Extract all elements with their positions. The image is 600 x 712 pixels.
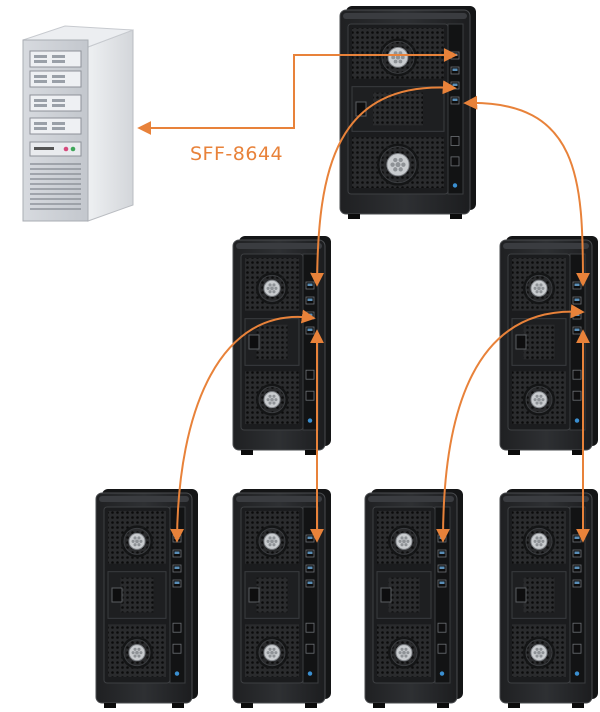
- server-tower-icon: [22, 25, 134, 222]
- jbod-enclosure-icon: [364, 489, 463, 708]
- cable-main-to-left: [310, 80, 457, 287]
- cable-host-to-main: [137, 48, 458, 135]
- jbod-enclosure-icon: [339, 6, 476, 219]
- cable-main-to-right: [463, 95, 590, 287]
- cable-left-to-l3-1: [170, 309, 316, 543]
- sff-8644-cables: [137, 48, 590, 543]
- cable-label: SFF-8644: [190, 143, 283, 165]
- cable-right-to-l3-3: [436, 304, 585, 543]
- jbod-enclosure-icon: [95, 489, 198, 708]
